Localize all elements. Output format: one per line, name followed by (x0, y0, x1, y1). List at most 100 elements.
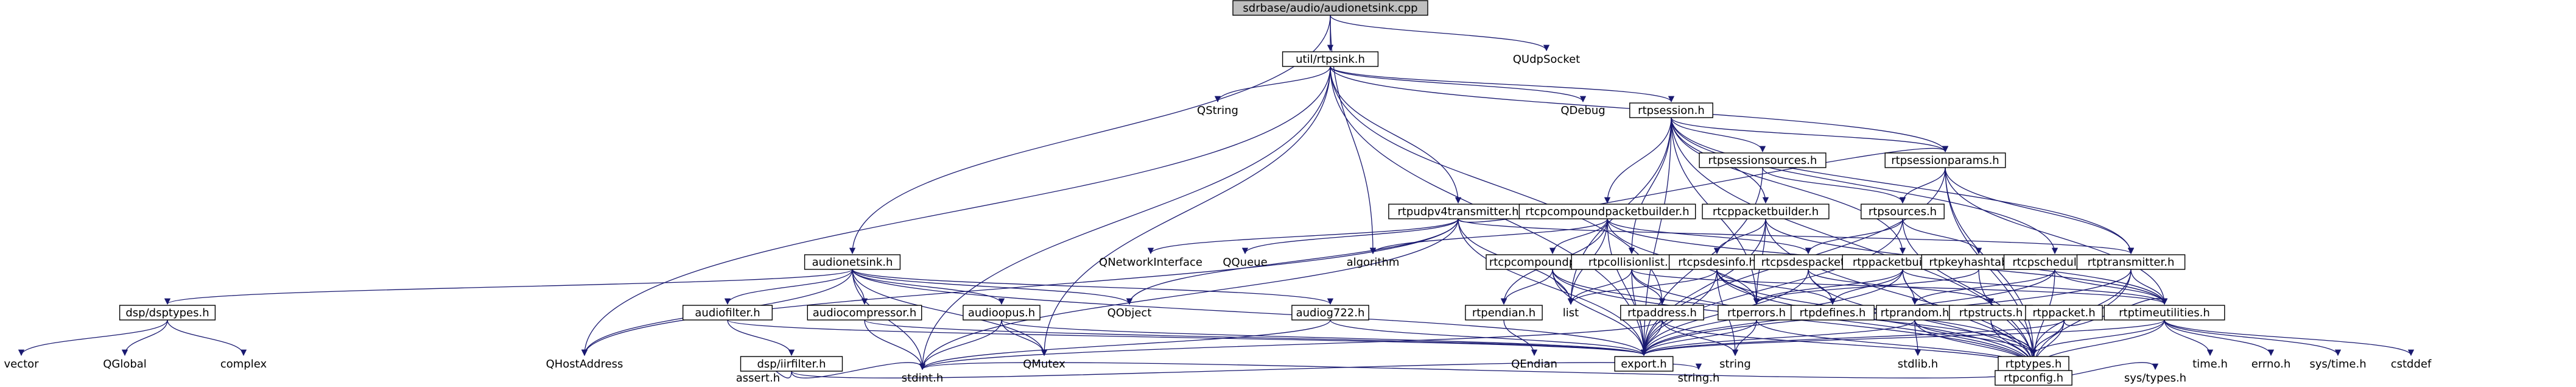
include-edge-dsptypes-to-vector (18, 319, 168, 357)
file-node-rtprandom[interactable]: rtprandom.h (1876, 305, 1954, 321)
include-edge-rtpsink-to-qmutex (1041, 66, 1331, 357)
node-label: rtpcollisionlist.h (1588, 256, 1675, 269)
include-edge-rtpsession-to-rtppacketbuilder (1671, 117, 1906, 255)
file-node-rtpsources[interactable]: rtpsources.h (1861, 204, 1945, 219)
file-node-rtpaddress[interactable]: rtpaddress.h (1620, 305, 1704, 321)
node-label: QNetworkInterface (1099, 256, 1202, 269)
include-edge-rtprandom-to-export (1640, 319, 1915, 357)
include-edge-rtpaddress-to-stdint (919, 319, 1663, 371)
node-label: rtptimeutilities.h (2119, 307, 2210, 319)
node-label: rtcpscheduler.h (2012, 256, 2097, 269)
file-node-rtpudpv4[interactable]: rtpudpv4transmitter.h (1388, 204, 1528, 219)
include-edge-rtpsources-to-rtcpsdespacket (1805, 218, 1903, 255)
include-edge-rtpudpv4-to-export (1458, 218, 1648, 357)
node-box (1699, 152, 1827, 168)
file-node-audioopus[interactable]: audioopus.h (963, 305, 1041, 321)
node-label: rtpudpv4transmitter.h (1397, 205, 1518, 218)
node-label: audiofilter.h (695, 307, 760, 319)
node-box (1518, 204, 1696, 219)
file-node-rtpdefines[interactable]: rtpdefines.h (1791, 305, 1875, 321)
external-header-qendian: QEndian (1511, 358, 1557, 371)
file-node-audionetsink[interactable]: audionetsink.h (804, 254, 901, 270)
node-label: rtpsession.h (1638, 104, 1705, 117)
include-edge-rtptimeutilities-to-timeh (2164, 319, 2214, 357)
include-edge-audiofilter-to-export (727, 319, 1647, 357)
node-box (1995, 370, 2072, 386)
external-header-qglobal: QGlobal (103, 358, 147, 371)
node-label: audiocompressor.h (813, 307, 916, 319)
include-edge-rtcpsdesinfo-to-rtpconfig (1716, 269, 2037, 371)
node-label: rtpconfig.h (2004, 372, 2063, 385)
file-node-rtpconfig[interactable]: rtpconfig.h (1995, 370, 2072, 386)
file-node-rtcpcompoundbuilder[interactable]: rtcpcompoundpacketbuilder.h (1518, 204, 1696, 219)
include-edge-rtpsink-to-qhostaddress (581, 66, 1331, 357)
node-label: rtpsessionsources.h (1708, 154, 1817, 167)
file-node-iirfilter[interactable]: dsp/iirfilter.h (740, 356, 843, 372)
node-box (807, 305, 922, 321)
external-header-algorithm: algorithm (1347, 256, 1400, 269)
node-label: util/rtpsink.h (1296, 53, 1365, 66)
external-header-vector: vector (4, 358, 39, 371)
include-edge-audionetsink-to-audioopus (852, 269, 1005, 305)
file-node-rtptimeutilities[interactable]: rtptimeutilities.h (2104, 305, 2225, 321)
include-edge-rtcpcompoundbuilder-to-algorithm (1369, 218, 1608, 255)
external-header-qnetworkinterface: QNetworkInterface (1099, 256, 1202, 269)
external-header-qobject: QObject (1107, 307, 1152, 319)
file-node-rtpsession[interactable]: rtpsession.h (1629, 102, 1713, 118)
node-label: stdlib.h (1898, 358, 1938, 371)
file-node-rtpsink[interactable]: util/rtpsink.h (1282, 51, 1379, 67)
include-edge-audiog722-to-stdint (919, 319, 1331, 371)
node-label: vector (4, 358, 39, 371)
node-label: QGlobal (103, 358, 147, 371)
file-node-audiofilter[interactable]: audiofilter.h (682, 305, 773, 321)
include-edge-audiocompressor-to-stdint (864, 319, 926, 371)
node-label: QString (1197, 104, 1238, 117)
file-node-rtpsessionparams[interactable]: rtpsessionparams.h (1884, 152, 2006, 168)
file-node-rtppacket[interactable]: rtppacket.h (2025, 305, 2103, 321)
file-node-audiocompressor[interactable]: audiocompressor.h (807, 305, 922, 321)
node-label: rtcppacketbuilder.h (1713, 205, 1819, 218)
file-node-rtptypes[interactable]: rtptypes.h (1998, 356, 2069, 372)
file-node-rtptransmitter[interactable]: rtptransmitter.h (2076, 254, 2186, 270)
file-node-rtpsessionsources[interactable]: rtpsessionsources.h (1699, 152, 1827, 168)
file-node-rtcpsdesinfo[interactable]: rtcpsdesinfo.h (1668, 254, 1766, 270)
include-edge-rtppacketbuilder-to-rtpdefines (1829, 269, 1903, 305)
node-label: dsp/dsptypes.h (125, 307, 209, 319)
external-header-systypes: sys/types.h (2124, 372, 2186, 385)
include-edge-rtpudpv4-to-rtptransmitter (1458, 218, 2134, 255)
node-label: rtpsources.h (1869, 205, 1937, 218)
node-box (119, 305, 216, 321)
file-node-rtpendian[interactable]: rtpendian.h (1465, 305, 1543, 321)
file-node-rtcpstructs[interactable]: rtpstructs.h (1949, 305, 2033, 321)
include-edge-rtptimeutilities-to-rtptypes (2030, 319, 2165, 357)
file-node-audiog722[interactable]: audiog722.h (1291, 305, 1369, 321)
node-label: sys/types.h (2124, 372, 2186, 385)
include-edge-rtpsessionparams-to-rtpsources (1899, 167, 1946, 204)
file-node-root[interactable]: sdrbase/audio/audionetsink.cpp (1232, 0, 1428, 16)
include-edge-rtpudpv4-to-qobject (1126, 218, 1459, 305)
include-edge-rtcpcompoundbuilder-to-rtcpcompoundpacket (1549, 218, 1608, 255)
node-label: complex (220, 358, 267, 371)
include-edge-rtpsession-to-rtcpscheduler (1671, 117, 2058, 255)
node-box (1291, 305, 1369, 321)
node-label: string.h (1678, 372, 1720, 385)
file-node-rtperrors[interactable]: rtperrors.h (1718, 305, 1795, 321)
include-edge-rtcppacketbuilder-to-rtcpsdesinfo (1713, 218, 1766, 255)
include-edge-rtpsession-to-rtpcollisionlist (1628, 117, 1672, 255)
node-label: time.h (2192, 358, 2228, 371)
file-node-rtcppacketbuilder[interactable]: rtcppacketbuilder.h (1702, 204, 1830, 219)
include-edge-rtpsessionparams-to-rtptransmitter (1945, 167, 2135, 255)
node-label: QHostAddress (546, 358, 623, 371)
node-box (1614, 356, 1674, 372)
node-box (963, 305, 1041, 321)
node-box (1884, 152, 2006, 168)
include-edge-rtpaddress-to-rtpconfig (1662, 319, 2037, 371)
include-edge-rtcpscheduler-to-rtprandom (1911, 269, 2055, 305)
node-label: rtperrors.h (1727, 307, 1786, 319)
file-node-dsptypes[interactable]: dsp/dsptypes.h (119, 305, 216, 321)
file-node-export[interactable]: export.h (1614, 356, 1674, 372)
external-header-errno: errno.h (2251, 358, 2290, 371)
include-edge-rtppacket-to-export (1641, 319, 2065, 357)
node-box (1998, 356, 2069, 372)
node-label: rtpendian.h (1472, 307, 1535, 319)
